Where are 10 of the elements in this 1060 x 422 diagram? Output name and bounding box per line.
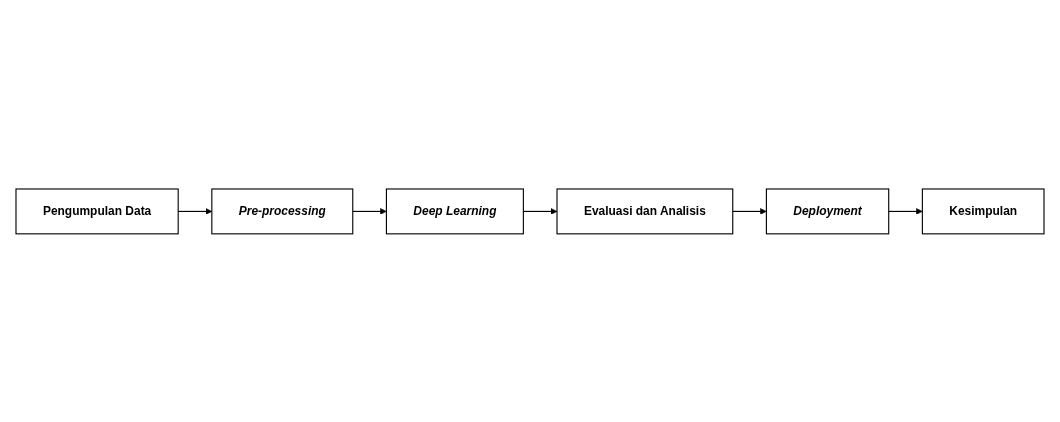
arrow <box>732 207 767 215</box>
node-box <box>765 188 890 234</box>
node-box <box>921 188 1045 234</box>
arrow <box>888 207 923 215</box>
arrow <box>352 207 387 215</box>
node-box <box>385 188 524 234</box>
flowchart-drawing: Pengumpulan Data Pre-processing Deep Learning Evaluasi dan Analisis Deployment Kesimpulan <box>10 182 1050 240</box>
node-box <box>15 188 179 234</box>
node-box <box>556 188 734 234</box>
node-box <box>211 188 354 234</box>
